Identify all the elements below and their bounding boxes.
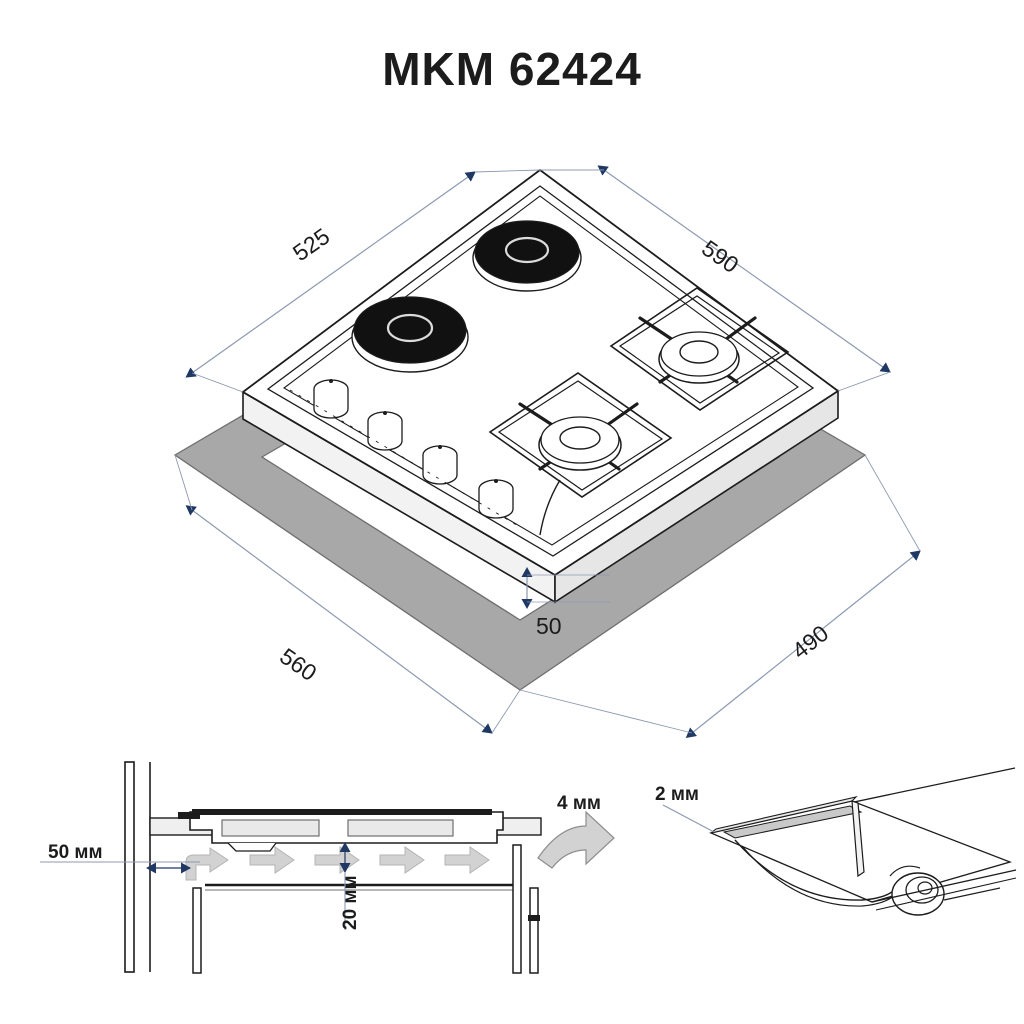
control-knob-4[interactable] — [478, 479, 514, 519]
page-title: MKM 62424 — [382, 43, 642, 95]
electric-hotplate-rear — [472, 220, 582, 292]
control-knob-3[interactable] — [422, 445, 458, 485]
dimension-2mm: 2 мм — [655, 784, 715, 833]
electric-hotplate-front — [351, 296, 469, 373]
dimension-label-50mm: 50 мм — [48, 842, 103, 863]
hob-section-body — [178, 809, 504, 852]
control-knobs[interactable] — [289, 379, 521, 528]
dimension-50-thickness: 50 — [521, 567, 610, 639]
dimension-label-2mm: 2 мм — [655, 784, 699, 805]
dimension-label-50: 50 — [536, 613, 562, 639]
edge-gap-arrow — [537, 810, 615, 869]
airflow-arrows — [185, 846, 490, 881]
clamp-screw — [889, 865, 1001, 916]
control-knob-1[interactable] — [313, 379, 349, 419]
dimension-label-560: 560 — [275, 643, 321, 686]
dimension-label-525: 525 — [288, 223, 334, 266]
cabinet-shelf — [192, 844, 540, 974]
dimension-label-20mm: 20 мм — [340, 875, 361, 930]
gas-burner-front — [488, 372, 673, 536]
wall-section — [124, 761, 151, 973]
dimension-label-4mm: 4 мм — [557, 793, 601, 814]
dimension-50mm: 50 мм — [40, 842, 200, 874]
control-knob-2[interactable] — [367, 411, 403, 451]
dimension-20mm: 20 мм — [339, 842, 361, 930]
clamp-detail: 2 мм — [655, 767, 1017, 916]
main-cooktop-drawing: 525 590 560 490 — [173, 165, 921, 738]
installation-section-detail: 50 мм 20 мм 4 мм — [40, 761, 615, 974]
